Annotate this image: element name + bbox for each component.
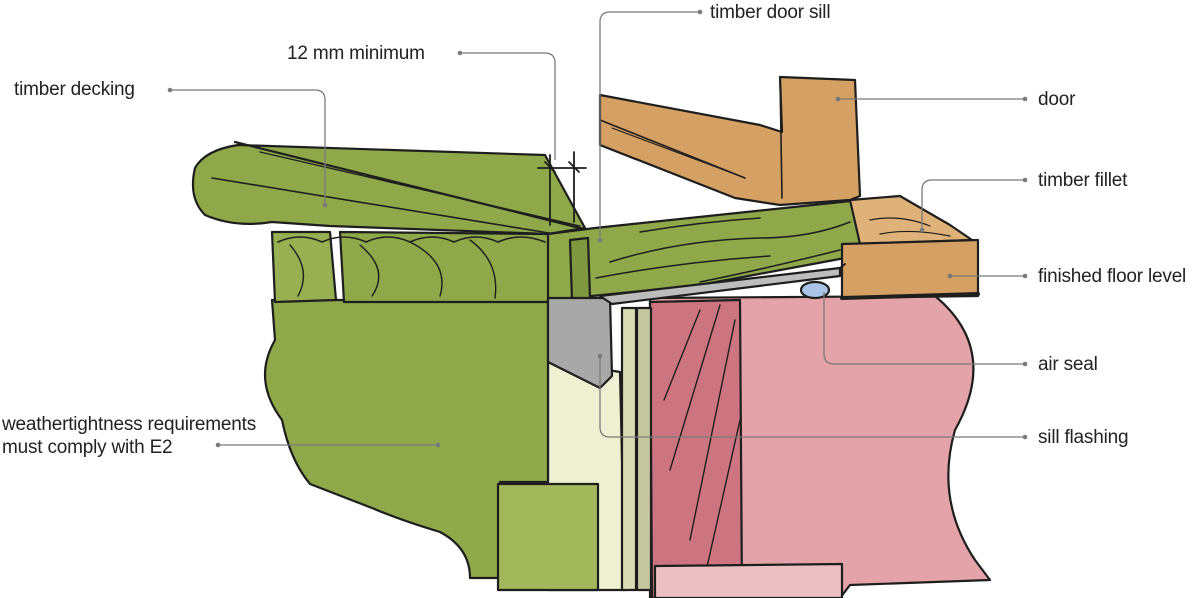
air-seal — [799, 280, 831, 300]
label-timber-fillet: timber fillet — [1038, 170, 1128, 191]
joist-top-serration — [277, 236, 546, 243]
leader-air-seal — [823, 292, 1025, 365]
label-finished-floor-level: finished floor level — [1038, 266, 1187, 287]
wall-stud — [648, 298, 744, 598]
label-door: door — [1038, 89, 1076, 110]
gap-dimension-marker — [537, 151, 587, 226]
sill-front-face — [568, 236, 592, 302]
deck-joist-left — [270, 230, 338, 304]
door-leaf — [598, 75, 862, 207]
label-timber-decking: timber decking — [14, 79, 135, 100]
sill-grain — [595, 217, 851, 283]
wall-bottom-plate — [653, 562, 844, 598]
leader-12mm-minimum — [460, 52, 556, 160]
label-weathertightness: weathertightness requirements must compl… — [2, 413, 256, 459]
floor-underside — [840, 292, 980, 300]
decking-board-joint — [211, 177, 556, 235]
cavity-battens — [620, 306, 653, 592]
timber-decking-board — [191, 143, 587, 236]
leader-dots — [167, 9, 1028, 448]
leader-lines — [170, 11, 1025, 446]
fillet-grain — [869, 217, 951, 237]
decking-top-line — [259, 151, 581, 227]
label-air-seal: air seal — [1038, 354, 1098, 375]
leader-sill-flashing — [599, 356, 1025, 438]
flashing-upstand — [598, 266, 842, 306]
deck-joist-middle — [338, 230, 552, 304]
leader-timber-fillet — [921, 179, 1025, 230]
leader-timber-door-sill — [599, 11, 700, 240]
leader-timber-decking — [170, 89, 326, 205]
finished-floor-board — [840, 238, 980, 300]
door-grain — [611, 127, 741, 177]
exterior-cladding — [263, 298, 550, 580]
lower-cladding-board — [496, 482, 600, 592]
label-weathertightness-line2: must comply with E2 — [2, 437, 173, 458]
label-weathertightness-line1: weathertightness requirements — [2, 414, 257, 435]
label-timber-door-sill: timber door sill — [710, 2, 831, 23]
door-rebate-line — [779, 76, 783, 199]
label-12mm-minimum: 12 mm minimum — [287, 43, 425, 64]
sill-flashing — [546, 296, 614, 390]
label-sill-flashing: sill flashing — [1038, 427, 1129, 448]
joist-grain — [289, 239, 497, 299]
flashing-lip — [839, 263, 846, 269]
decking-edge-line — [233, 140, 582, 230]
